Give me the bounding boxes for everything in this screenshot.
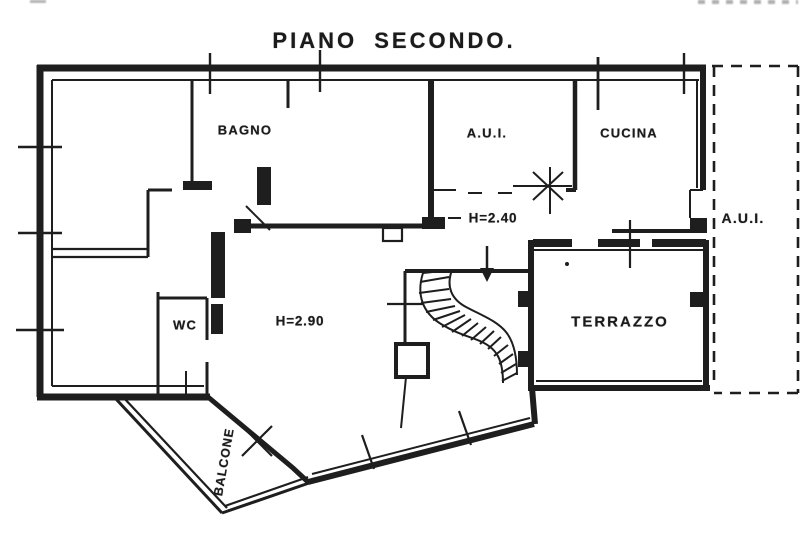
height-annotation-aui: H=2.40	[468, 210, 518, 226]
inner-wall-faces	[51, 79, 699, 387]
bottom-diagonal-walls	[206, 387, 538, 485]
spiral-staircase	[418, 269, 518, 384]
door-symbols	[433, 167, 572, 219]
room-label-wc: WC	[172, 317, 198, 333]
balcony-outline	[114, 396, 313, 515]
plan-title: PIANO SECONDO.	[272, 28, 516, 53]
room-label-aui-center: A.U.I.	[466, 125, 508, 141]
scan-artifact-top-left	[30, 0, 46, 3]
terrazzo-walls	[518, 189, 710, 391]
room-label-aui-right: A.U.I.	[721, 210, 765, 226]
stair-enclosure	[387, 269, 529, 429]
outer-walls	[36, 64, 706, 401]
room-label-terrazzo: TERRAZZO	[571, 313, 669, 331]
stair-down-arrow-icon	[480, 246, 494, 282]
interior-walls	[52, 80, 578, 399]
scan-artifact-top-right	[698, 0, 798, 4]
terrazzo-top-walls	[533, 220, 706, 268]
aui-right-dashed-outline	[712, 64, 800, 395]
window-symbols	[16, 50, 686, 332]
height-annotation-main: H=2.90	[275, 313, 325, 329]
room-label-bagno: BAGNO	[217, 122, 273, 138]
room-label-cucina: CUCINA	[600, 125, 658, 141]
